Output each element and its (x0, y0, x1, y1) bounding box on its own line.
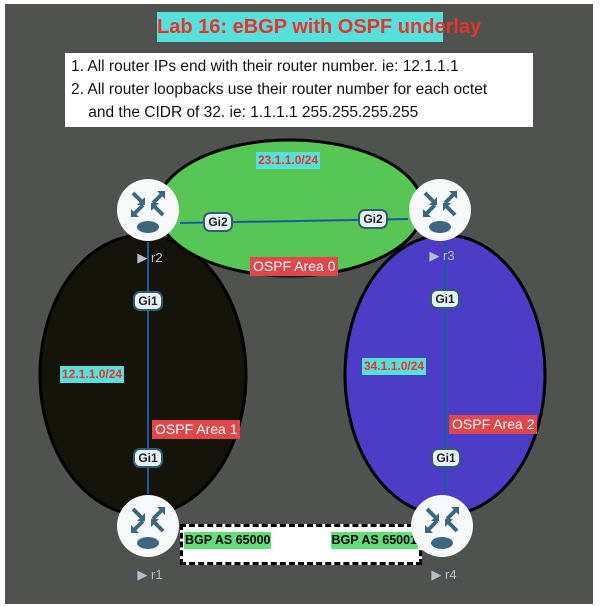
router-icon (425, 507, 459, 549)
r3-gi2-interface[interactable]: Gi2 (358, 209, 388, 229)
subnet-r3-r4: 34.1.1.0/24 (362, 358, 427, 375)
subnet-r2-r3: 23.1.1.0/24 (256, 152, 321, 169)
r1-gi1-interface[interactable]: Gi1 (133, 448, 163, 468)
r3-gi1-interface[interactable]: Gi1 (430, 289, 460, 309)
ospf-area-0-label: OSPF Area 0 (250, 257, 339, 276)
ospf-area-1-label: OSPF Area 1 (152, 420, 241, 439)
router-r1[interactable] (117, 495, 179, 557)
router-icon (423, 191, 457, 233)
bgp-as-left: BGP AS 65000 (184, 532, 272, 549)
router-icon (131, 191, 165, 233)
note-1: 1. All router IPs end with their router … (71, 58, 459, 75)
r2-gi1-interface[interactable]: Gi1 (133, 291, 163, 311)
ospf-area-2-label: OSPF Area 2 (449, 415, 538, 434)
bgp-as-right: BGP AS 65001 (330, 532, 418, 549)
r2-gi2-interface[interactable]: Gi2 (203, 212, 233, 232)
note-3: and the CIDR of 32. ie: 1.1.1.1 255.255.… (71, 104, 419, 121)
router-icon (131, 507, 165, 549)
subnet-r1-r2: 12.1.1.0/24 (60, 366, 125, 383)
router-label-r3[interactable]: ▶ r3 (429, 248, 455, 263)
lab-title: Lab 16: eBGP with OSPF underlay (157, 12, 481, 42)
r4-gi1-interface[interactable]: Gi1 (431, 448, 461, 468)
router-r2[interactable] (117, 179, 179, 241)
router-r4[interactable] (411, 495, 473, 557)
lab-notes: 1. All router IPs end with their router … (65, 53, 533, 127)
note-2: 2. All router loopbacks use their router… (71, 81, 488, 98)
router-r3[interactable] (409, 179, 471, 241)
router-label-r1[interactable]: ▶ r1 (137, 567, 163, 582)
ebgp-peering-box: BGP AS 65000 BGP AS 65001 (180, 524, 422, 565)
router-label-r4[interactable]: ▶ r4 (431, 567, 457, 582)
router-label-r2[interactable]: ▶ r2 (137, 250, 163, 265)
